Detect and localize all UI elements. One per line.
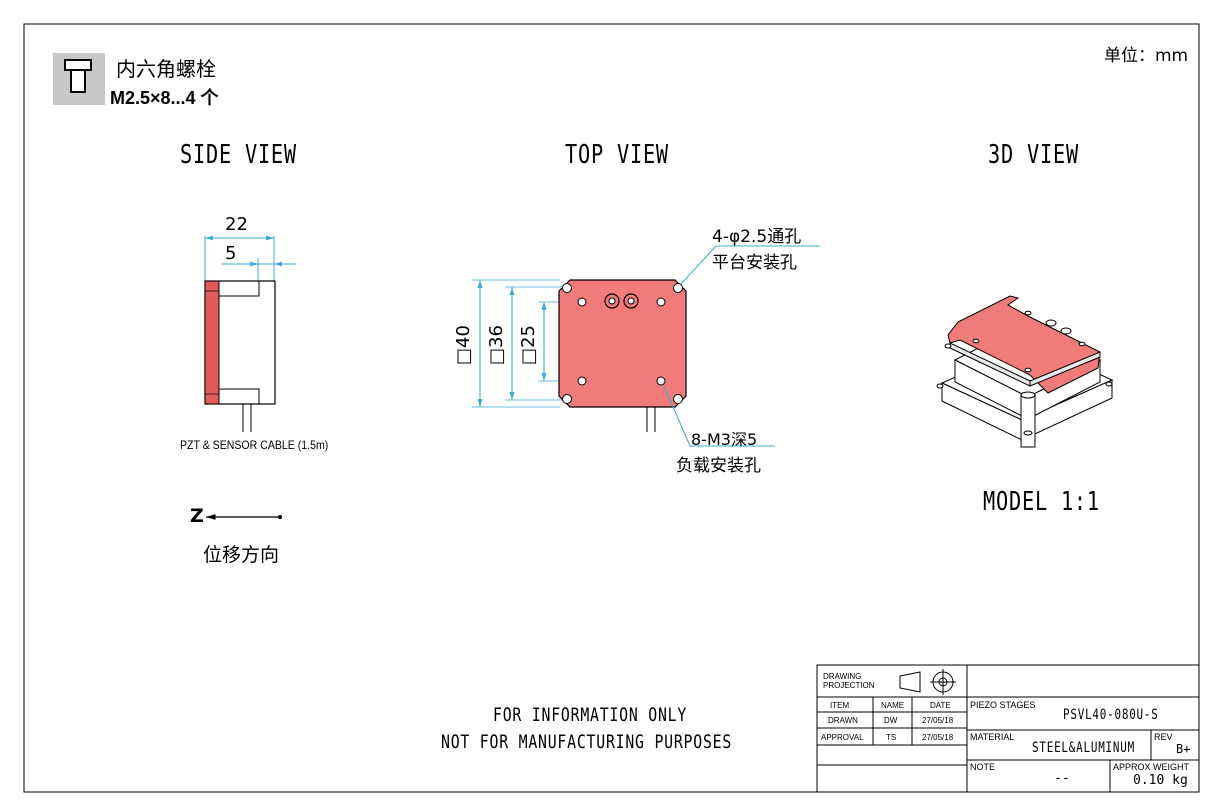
hex-socket-bolt-icon [53,53,105,105]
iso-view-title: 3D VIEW [988,140,1079,170]
weight-label: APPROX WEIGHT [1113,762,1190,772]
side-view-drawing [204,235,296,520]
top-view-drawing [472,245,820,447]
tb-header-name: NAME [881,701,905,710]
material-value: STEEL&ALUMINUM [1032,740,1135,756]
dim-top-40: □40 [453,325,474,365]
rev-value: B+ [1176,742,1191,756]
material-label: MATERIAL [970,732,1015,742]
note-label: NOTE [970,762,996,772]
dim-side-5: 5 [225,243,237,264]
tb-row-approval-name: TS [886,733,897,742]
tb-header-item: ITEM [830,701,850,710]
disclaimer-line1: FOR INFORMATION ONLY [493,704,688,726]
disclaimer-line2: NOT FOR MANUFACTURING PURPOSES [441,731,733,753]
tb-row-approval-date: 27/05/18 [922,733,954,742]
projection-label: DRAWING PROJECTION [823,672,875,690]
unit-label: 单位：mm [1104,46,1189,66]
tb-row-drawn-name: DW [884,716,898,725]
sheet-border [23,23,1200,793]
title-block [816,615,1200,793]
iso-view-drawing [936,295,1114,448]
rev-label: REV [1154,732,1173,742]
product-value: PSVL40-080U-S [1063,707,1159,723]
tb-row-drawn-date: 27/05/18 [922,716,954,725]
callout-m3-holes: 8-M3深5 [691,430,758,449]
tb-row-drawn-label: DRAWN [828,716,858,725]
model-scale-label: MODEL 1:1 [983,487,1100,517]
product-label: PIEZO STAGES [970,700,1036,710]
callout-platform-mount: 平台安装孔 [712,253,797,273]
direction-label: 位移方向 [203,544,280,566]
fastener-name: 内六角螺栓 [116,57,216,81]
callout-load-mount: 负载安装孔 [676,456,761,476]
note-value: -- [1054,771,1070,786]
top-view-title: TOP VIEW [565,140,669,170]
tb-row-approval-label: APPROVAL [821,733,864,742]
side-view-title: SIDE VIEW [180,140,297,170]
dim-side-22: 22 [225,214,248,235]
cable-note: PZT & SENSOR CABLE (1.5m) [180,438,329,452]
third-angle-projection-icon [899,669,956,695]
dim-top-36: □36 [486,325,507,365]
callout-through-holes: 4-φ2.5通孔 [712,227,802,247]
weight-value: 0.10 kg [1133,773,1188,788]
dim-top-25: □25 [518,325,539,365]
tb-header-date: DATE [930,701,951,710]
fastener-spec: M2.5×8...4 个 [110,88,219,108]
z-axis-label: Z [190,505,204,527]
